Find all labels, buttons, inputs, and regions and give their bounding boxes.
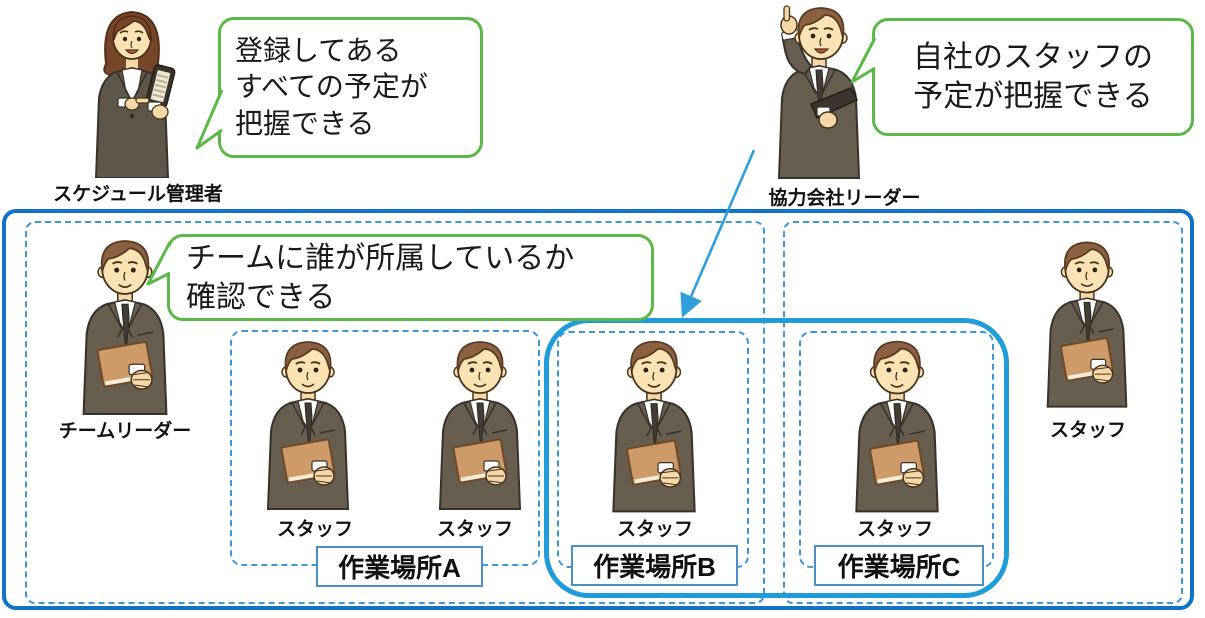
partner-leader-label: 協力会社リーダー xyxy=(768,188,921,209)
all-schedules-frame xyxy=(2,209,1194,610)
man-with-book-icon xyxy=(266,340,350,511)
schedule-manager-bubble-tail xyxy=(195,89,224,150)
man-with-book-icon xyxy=(1045,240,1129,409)
bubble-line: 予定が把握できる xyxy=(913,80,1153,113)
woman-with-phone-icon xyxy=(95,11,177,178)
team-leader-bubble: チームに誰が所属しているか 確認できる xyxy=(167,234,654,321)
schedule-manager-label: スケジュール管理者 xyxy=(53,184,223,205)
team-group-frame xyxy=(25,221,765,604)
site-c-label-text: 作業場所C xyxy=(837,552,961,582)
site-a-label: 作業場所A xyxy=(316,546,483,587)
bubble-line: 自社のスタッフの xyxy=(913,41,1153,74)
site-a-staff-2-label: スタッフ xyxy=(436,519,513,540)
bubble-line: 登録してある xyxy=(235,34,402,66)
schedule-manager-bubble: 登録してある すべての予定が 把握できる xyxy=(218,17,483,158)
bubble-line: すべての予定が xyxy=(235,71,428,103)
site-c-label: 作業場所C xyxy=(814,545,984,586)
team-leader-label: チームリーダー xyxy=(58,421,192,442)
team-leader-bubble-tail xyxy=(146,241,172,286)
site-a-staff-2-figure xyxy=(420,336,540,514)
man-with-book-icon xyxy=(438,340,522,511)
site-a-staff-1-figure xyxy=(248,336,368,514)
partner-leader-figure xyxy=(758,4,880,180)
partner-leader-bubble-tail xyxy=(850,37,877,84)
partner-scope-highlight xyxy=(544,318,1009,598)
bubble-line: 把握できる xyxy=(235,107,375,139)
site-b-label-text: 作業場所B xyxy=(593,552,716,582)
bubble-line: 確認できる xyxy=(186,280,336,314)
outside-staff-figure xyxy=(1028,236,1146,412)
site-a-label-text: 作業場所A xyxy=(338,553,461,583)
site-b-staff-label: スタッフ xyxy=(616,519,693,540)
man-pointing-up-icon xyxy=(778,5,860,179)
bubble-line: チームに誰が所属しているか xyxy=(186,241,575,275)
site-b-label: 作業場所B xyxy=(571,545,738,586)
partner-group-frame xyxy=(783,221,1183,604)
site-c-staff-label: スタッフ xyxy=(856,519,933,540)
partner-leader-bubble: 自社のスタッフの 予定が把握できる xyxy=(872,18,1194,136)
schedule-manager-figure xyxy=(68,6,196,178)
outside-staff-label: スタッフ xyxy=(1049,420,1126,441)
site-a-staff-1-label: スタッフ xyxy=(276,519,353,540)
